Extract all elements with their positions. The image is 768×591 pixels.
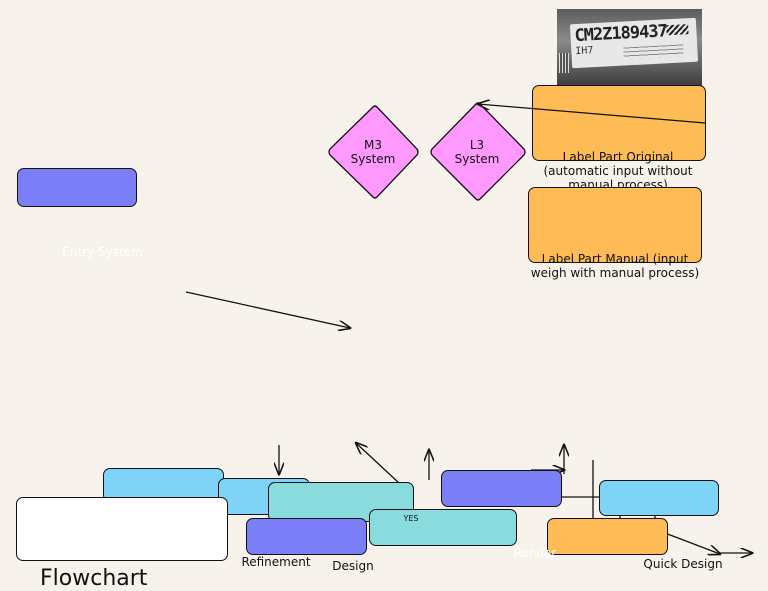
refinement-label: Refinement bbox=[241, 555, 311, 569]
teal-box-yes[interactable] bbox=[369, 509, 517, 546]
label-part-manual-label: Label Part Manual (input weigh with manu… bbox=[530, 252, 700, 280]
label-photo: CM2Z189437 IH7 bbox=[557, 9, 702, 87]
l3-system-label: L3 System bbox=[454, 138, 500, 166]
entry-system-label: Entry System bbox=[62, 245, 143, 259]
label-part-original-box[interactable] bbox=[532, 85, 706, 161]
white-box-large[interactable] bbox=[16, 497, 228, 561]
refinement-box[interactable] bbox=[246, 518, 367, 555]
blue-purple-box-2[interactable] bbox=[441, 470, 562, 507]
render-box[interactable] bbox=[547, 518, 668, 555]
diagram-shapes bbox=[185, 0, 768, 576]
entry-system-box[interactable] bbox=[17, 168, 137, 207]
label-photo-barcode bbox=[559, 53, 569, 73]
quick-design-label: Quick Design bbox=[643, 557, 723, 571]
yes-label: YES bbox=[403, 514, 419, 523]
arrow-photo-to-l3 bbox=[478, 104, 706, 124]
light-blue-box-1[interactable] bbox=[103, 468, 224, 502]
render-label: Render bbox=[513, 546, 557, 560]
m3-system-diamond[interactable] bbox=[328, 105, 419, 199]
arrow-entry-to-center bbox=[185, 291, 350, 328]
design-label: Design bbox=[332, 559, 374, 573]
flowchart-title: Flowchart bbox=[40, 566, 148, 591]
label-part-manual-box[interactable] bbox=[528, 187, 702, 263]
light-blue-box-3[interactable] bbox=[599, 480, 719, 516]
m3-system-label: M3 System bbox=[350, 138, 396, 166]
